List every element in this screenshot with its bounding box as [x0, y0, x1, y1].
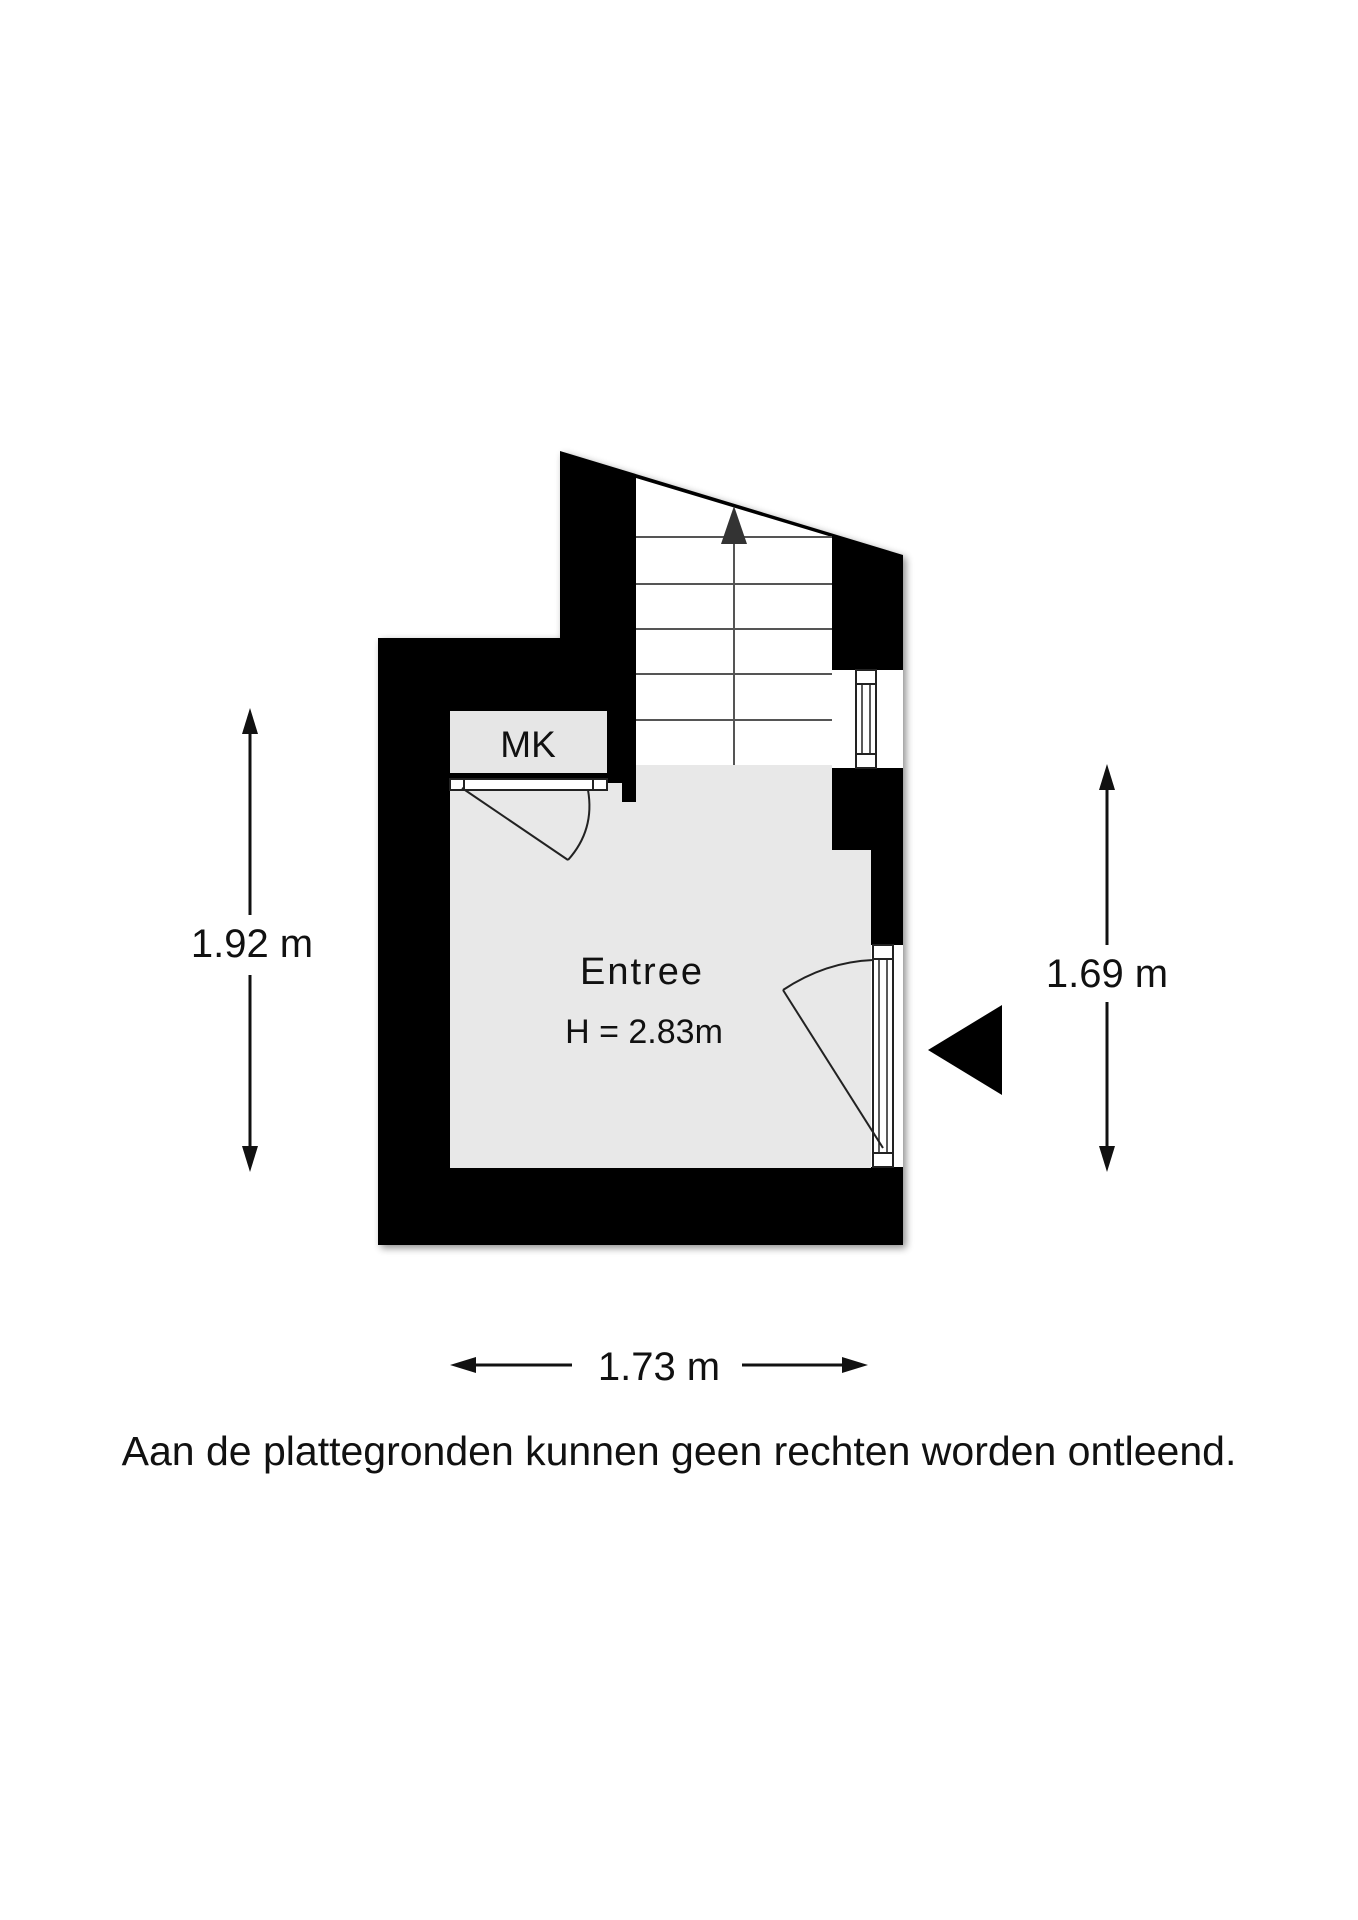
dimension-left-label: 1.92 m: [191, 922, 313, 966]
dimension-bottom: 1.73 m: [450, 1345, 868, 1389]
entrance-room-name: Entree: [580, 951, 704, 993]
dimension-right-label: 1.69 m: [1046, 952, 1168, 996]
window-right-upper: [855, 669, 877, 769]
stair-direction-arrow-icon: [721, 506, 747, 544]
storage-room-mk: [450, 711, 607, 773]
entrance-arrow-icon: [928, 1005, 1002, 1095]
storage-room-label: MK: [500, 724, 556, 765]
dimension-bottom-label: 1.73 m: [598, 1345, 720, 1389]
dimension-left: 1.92 m: [191, 708, 313, 1172]
disclaimer-text: Aan de plattegronden kunnen geen rechten…: [121, 1428, 1237, 1474]
stair-treads: [636, 536, 832, 765]
dimension-right: 1.69 m: [1046, 764, 1168, 1172]
mk-door: [449, 778, 608, 861]
entrance-room-height: H = 2.83m: [565, 1013, 723, 1051]
entrance-floor: [450, 765, 871, 1168]
front-door: [782, 944, 903, 1168]
